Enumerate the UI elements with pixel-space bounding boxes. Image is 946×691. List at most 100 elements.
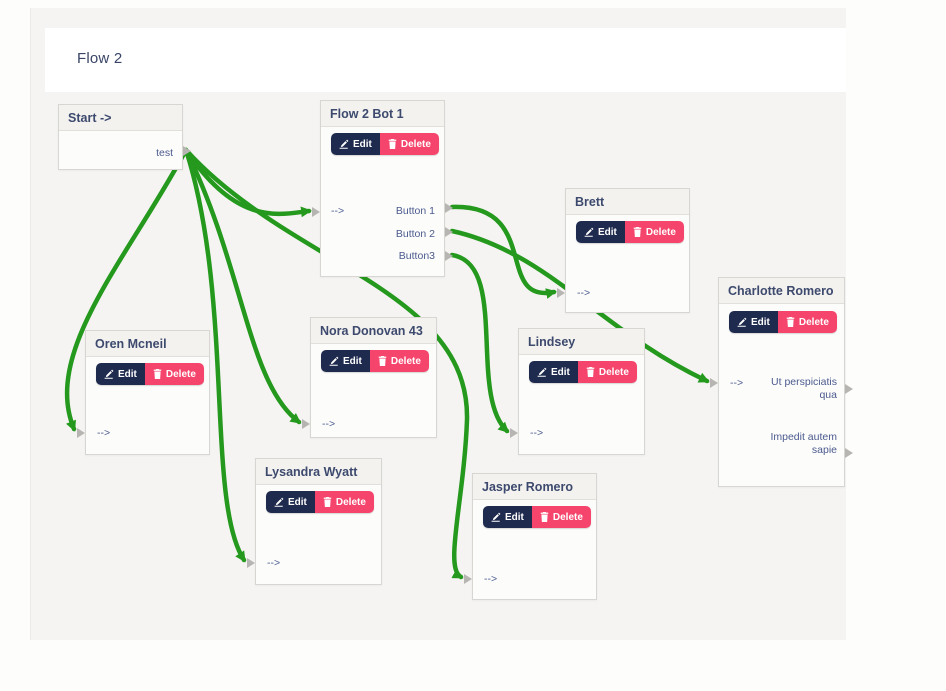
output-label-button1: Button 1 (395, 205, 435, 217)
edit-icon (329, 356, 339, 366)
node-nora-donovan[interactable]: Nora Donovan 43 Edit Delete --> (302, 317, 437, 438)
node-actions: Edit Delete (321, 350, 429, 372)
node-nora-title: Nora Donovan 43 (311, 318, 436, 344)
edit-label: Edit (505, 511, 524, 523)
edit-button[interactable]: Edit (321, 350, 370, 372)
trash-icon (153, 369, 162, 379)
edit-icon (737, 317, 747, 327)
input-connector[interactable] (464, 574, 472, 584)
input-label: --> (322, 418, 336, 430)
edit-label: Edit (551, 366, 570, 378)
output-label-impedit: Impedit autem sapie (770, 431, 837, 456)
node-start-title: Start -> (59, 105, 182, 131)
page-title: Flow 2 (77, 50, 123, 67)
node-brett-title: Brett (566, 189, 689, 215)
edit-icon (104, 369, 114, 379)
node-lindsey[interactable]: Lindsey Edit Delete --> (510, 328, 645, 455)
input-label: --> (484, 573, 498, 585)
node-charlotte-romero[interactable]: Charlotte Romero Edit Delete --> Ut pers… (710, 277, 853, 487)
trash-icon (786, 317, 795, 327)
input-connector[interactable] (710, 378, 718, 388)
edit-label: Edit (598, 226, 617, 238)
output-label-button2: Button 2 (395, 228, 435, 240)
delete-label: Delete (645, 226, 676, 238)
trash-icon (586, 367, 595, 377)
trash-icon (323, 497, 332, 507)
output-label-button3: Button3 (398, 250, 435, 262)
node-brett[interactable]: Brett Edit Delete --> (557, 188, 690, 313)
trash-icon (388, 139, 397, 149)
input-label: --> (267, 557, 281, 569)
node-oren-title: Oren Mcneil (86, 331, 209, 357)
output-connector-button1[interactable] (445, 203, 453, 213)
input-connector[interactable] (510, 428, 518, 438)
output-connector-button2[interactable] (445, 227, 453, 237)
input-label: --> (97, 427, 111, 439)
output-connector-impedit[interactable] (845, 448, 853, 458)
node-actions: Edit Delete (483, 506, 591, 528)
node-flow2bot1-title: Flow 2 Bot 1 (321, 101, 444, 127)
delete-button[interactable]: Delete (314, 491, 374, 513)
edit-button[interactable]: Edit (576, 221, 625, 243)
edit-icon (339, 139, 349, 149)
output-connector-ut[interactable] (845, 384, 853, 394)
edit-icon (274, 497, 284, 507)
edit-label: Edit (343, 355, 362, 367)
delete-button[interactable]: Delete (369, 350, 429, 372)
edit-label: Edit (118, 368, 137, 380)
node-actions: Edit Delete (576, 221, 684, 243)
edit-label: Edit (751, 316, 770, 328)
node-lindsey-title: Lindsey (519, 329, 644, 355)
input-connector[interactable] (77, 428, 85, 438)
trash-icon (540, 512, 549, 522)
node-charlotte-title: Charlotte Romero (719, 278, 844, 304)
input-connector[interactable] (302, 419, 310, 429)
delete-button[interactable]: Delete (577, 361, 637, 383)
delete-button[interactable]: Delete (777, 311, 837, 333)
node-oren-mcneil[interactable]: Oren Mcneil Edit Delete --> (77, 330, 210, 455)
input-label: --> (331, 205, 345, 217)
delete-label: Delete (335, 496, 366, 508)
node-flow2bot1[interactable]: Flow 2 Bot 1 Edit Delete --> Button 1 Bu… (312, 100, 453, 277)
edit-icon (584, 227, 594, 237)
node-actions: Edit Delete (529, 361, 637, 383)
edit-button[interactable]: Edit (331, 133, 380, 155)
output-connector-button3[interactable] (445, 251, 453, 261)
delete-button[interactable]: Delete (144, 363, 204, 385)
output-label-test: test (156, 147, 173, 159)
delete-label: Delete (165, 368, 196, 380)
delete-label: Delete (390, 355, 421, 367)
edit-button[interactable]: Edit (483, 506, 532, 528)
edit-icon (537, 367, 547, 377)
delete-label: Delete (400, 138, 431, 150)
node-start[interactable]: Start -> test (58, 104, 191, 170)
edit-button[interactable]: Edit (529, 361, 578, 383)
node-actions: Edit Delete (266, 491, 374, 513)
input-label: --> (730, 377, 744, 389)
delete-label: Delete (798, 316, 829, 328)
edit-button[interactable]: Edit (96, 363, 145, 385)
edit-button[interactable]: Edit (266, 491, 315, 513)
delete-label: Delete (552, 511, 583, 523)
node-actions: Edit Delete (96, 363, 204, 385)
node-jasper-romero[interactable]: Jasper Romero Edit Delete --> (464, 473, 597, 600)
edit-label: Edit (288, 496, 307, 508)
output-label-ut: Ut perspiciatis qua (771, 376, 837, 401)
node-lysandra-wyatt[interactable]: Lysandra Wyatt Edit Delete --> (247, 458, 382, 585)
delete-button[interactable]: Delete (379, 133, 439, 155)
node-jasper-title: Jasper Romero (473, 474, 596, 500)
trash-icon (633, 227, 642, 237)
delete-button[interactable]: Delete (624, 221, 684, 243)
flow-header: Flow 2 (45, 28, 846, 92)
edit-button[interactable]: Edit (729, 311, 778, 333)
input-connector[interactable] (312, 207, 320, 217)
input-label: --> (530, 427, 544, 439)
output-connector-test[interactable] (183, 146, 191, 156)
edit-icon (491, 512, 501, 522)
input-label: --> (577, 287, 591, 299)
edit-label: Edit (353, 138, 372, 150)
delete-button[interactable]: Delete (531, 506, 591, 528)
input-connector[interactable] (557, 288, 565, 298)
input-connector[interactable] (247, 558, 255, 568)
